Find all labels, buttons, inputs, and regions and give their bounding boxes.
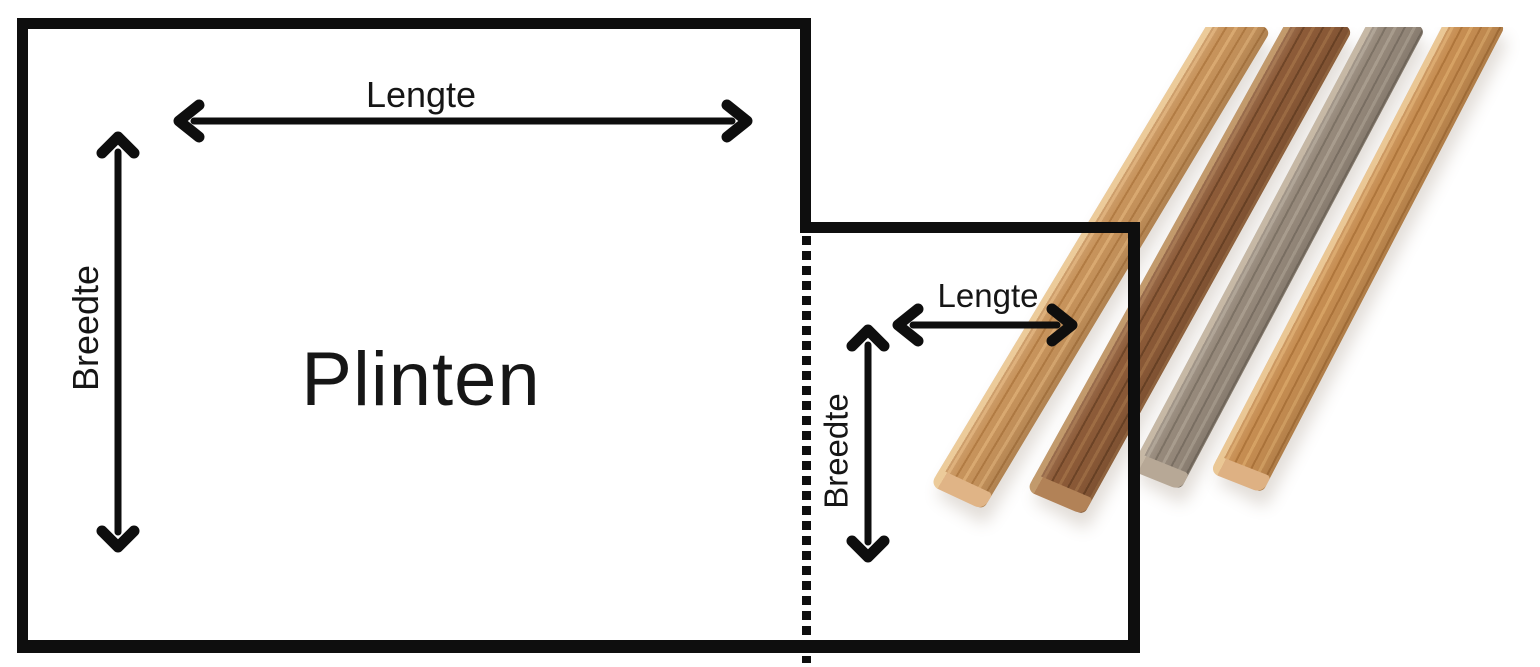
width-label-small: Breedte	[817, 393, 855, 509]
width-arrow-large	[96, 131, 140, 553]
room-label: Plinten	[301, 337, 541, 422]
length-label-small: Lengte	[937, 277, 1039, 314]
floor-border-bottom	[17, 640, 1140, 653]
small-room-border-top	[800, 222, 1140, 233]
length-label-large: Lengte	[365, 74, 477, 115]
large-room-border-left	[17, 18, 28, 653]
room-divider-dotted-line	[802, 236, 811, 663]
large-room-border-top	[17, 18, 811, 29]
width-arrow-small	[846, 324, 890, 563]
large-room-border-right	[800, 18, 811, 233]
skirting-boards-photo	[900, 27, 1540, 667]
width-label-large: Breedte	[65, 264, 106, 392]
small-room-border-right	[1128, 222, 1140, 653]
